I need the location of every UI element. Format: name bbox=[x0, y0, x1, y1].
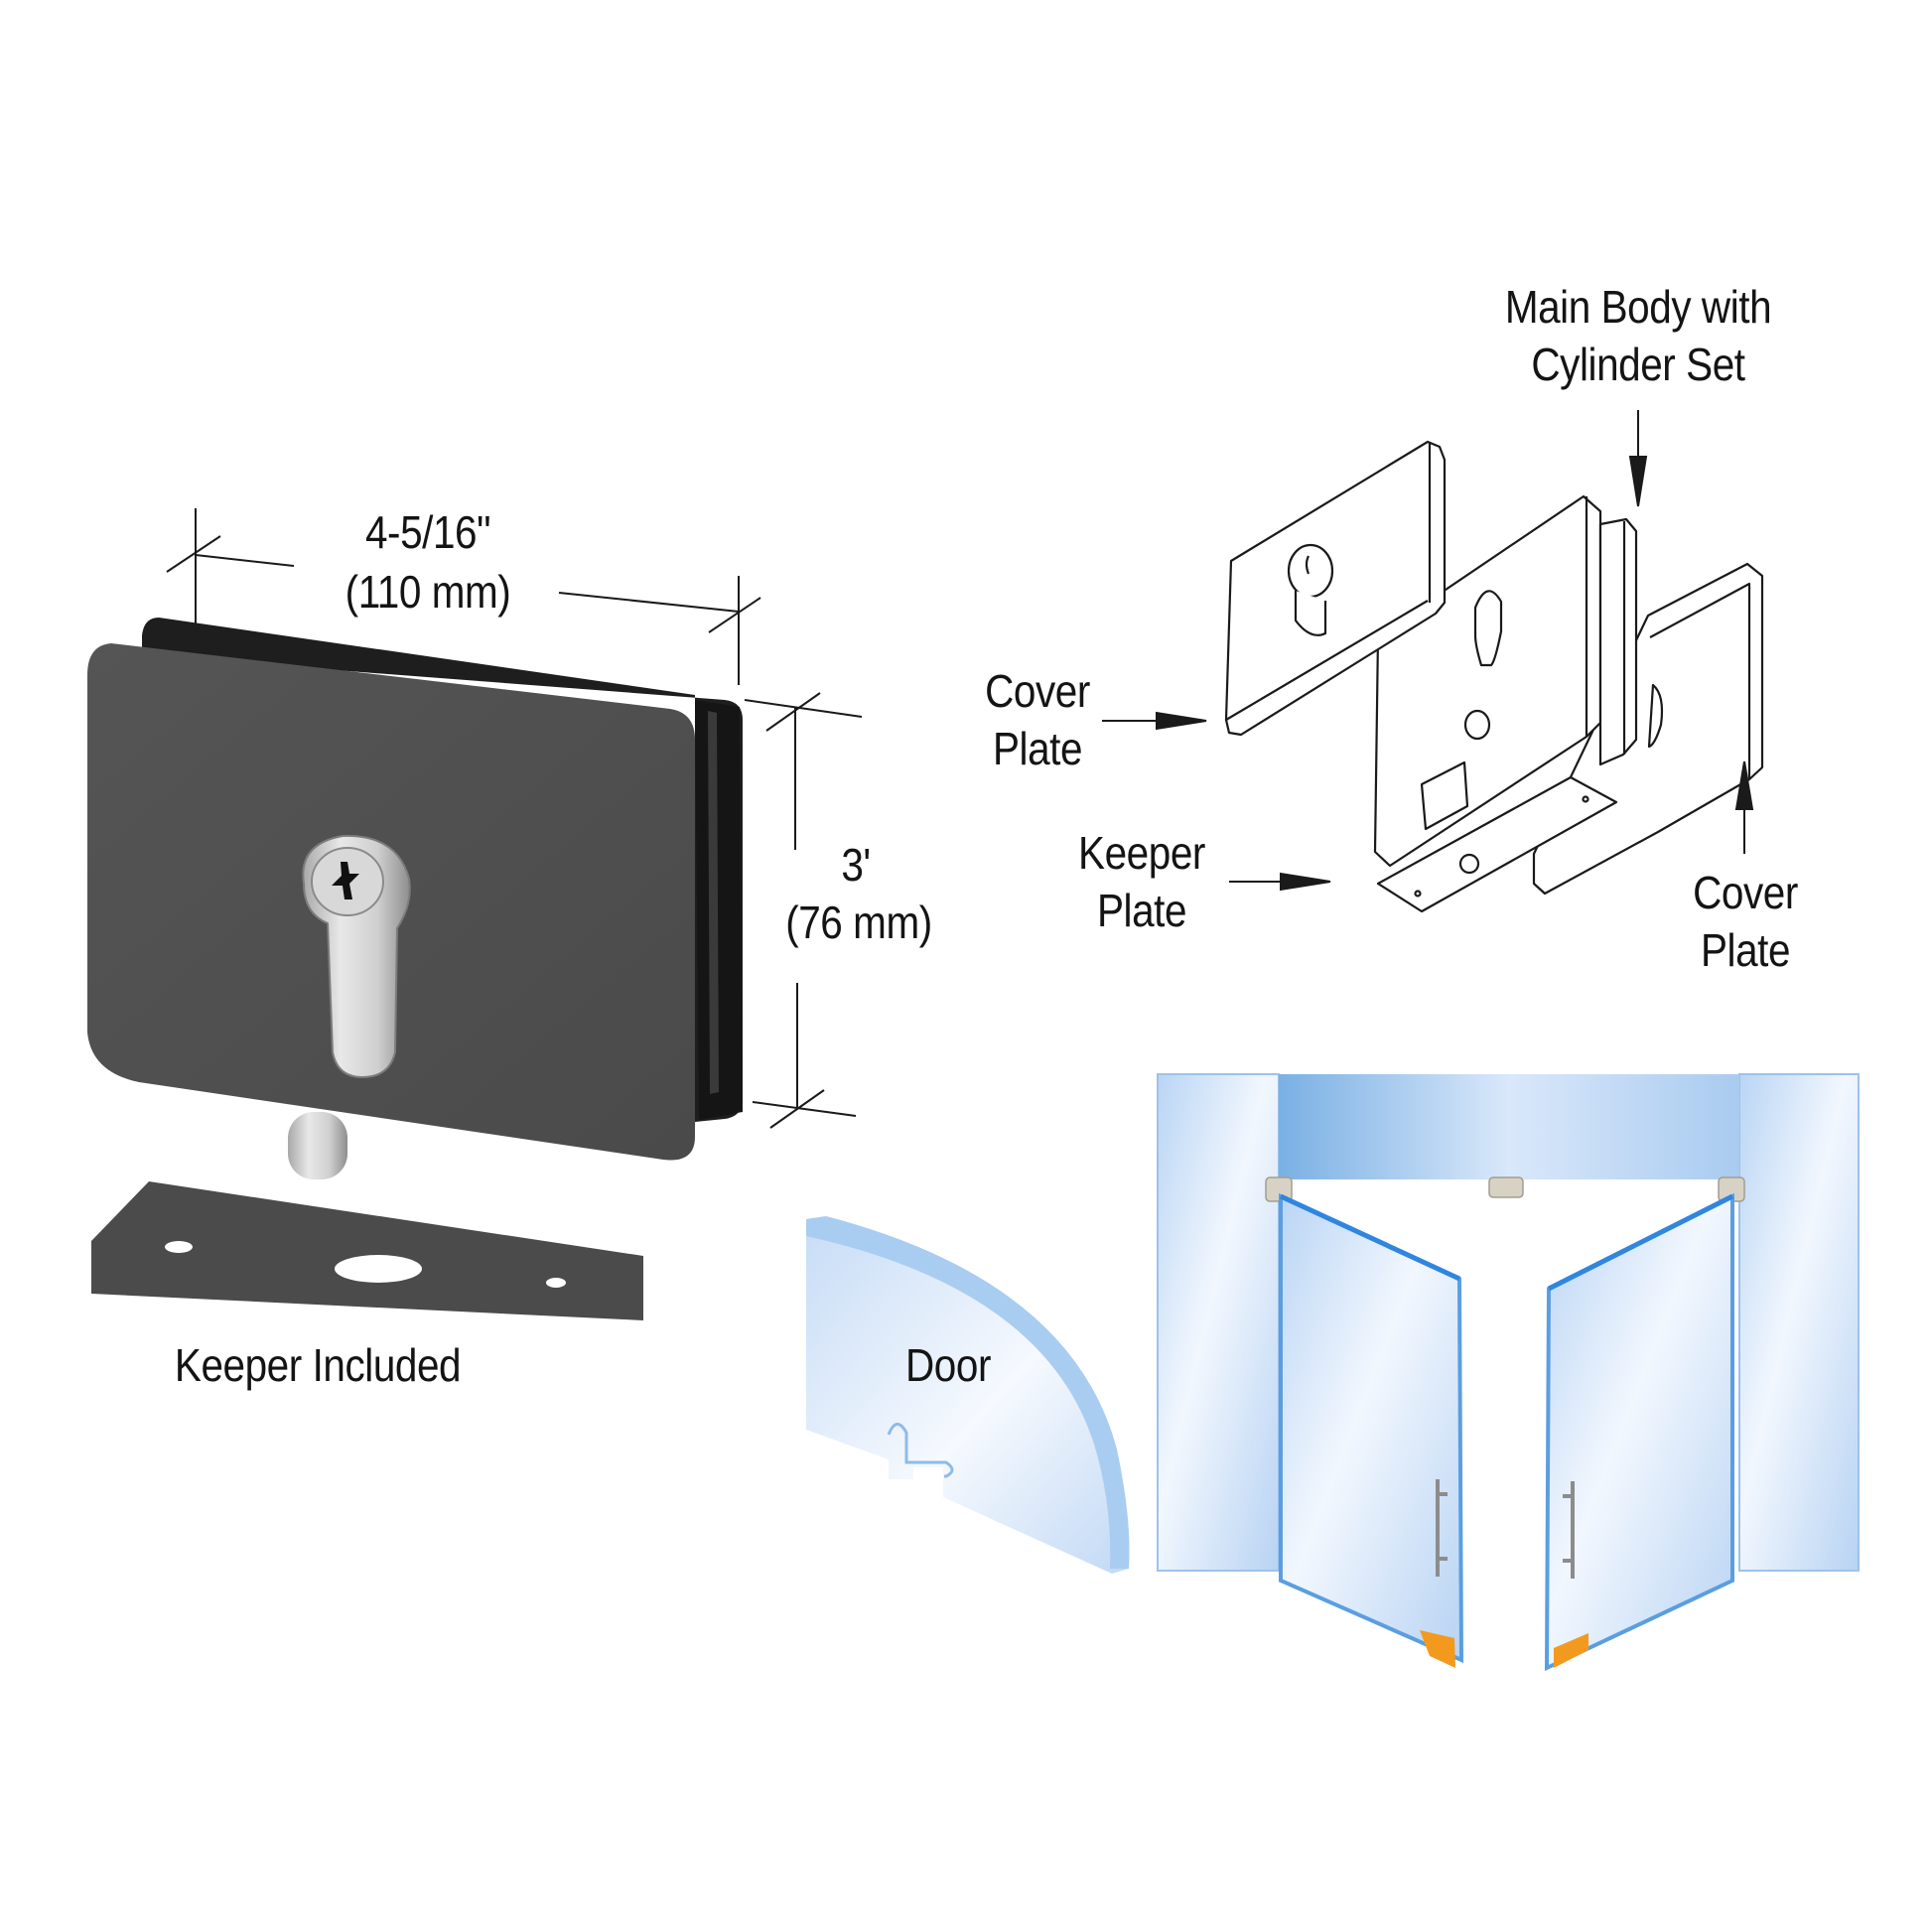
cover-plate-right-label-line1: Cover bbox=[1693, 867, 1798, 918]
width-dimension-metric: (110 mm) bbox=[345, 566, 511, 618]
cover-plate-left-label-line1: Cover bbox=[985, 665, 1090, 717]
door-leaf-right bbox=[1544, 1192, 1734, 1672]
arrow-keeper-plate bbox=[1229, 872, 1331, 892]
exploded-view bbox=[1224, 440, 1764, 913]
cylinder-icon bbox=[302, 834, 411, 1079]
cover-plate-left bbox=[1224, 440, 1447, 737]
transom-panel bbox=[1279, 1074, 1739, 1179]
main-body-label-line1: Main Body with bbox=[1504, 281, 1772, 333]
side-panel-left bbox=[1157, 1073, 1280, 1572]
arrow-cover-plate-right bbox=[1734, 760, 1754, 854]
keeper-plate-photo bbox=[91, 1181, 643, 1320]
keeper-plate-label-line2: Plate bbox=[1096, 885, 1187, 936]
top-patch-fittings bbox=[1265, 1176, 1745, 1202]
cover-plate-left-label-line2: Plate bbox=[992, 723, 1083, 774]
arrow-main-body bbox=[1628, 410, 1648, 507]
width-dimension-line bbox=[166, 508, 761, 685]
width-dimension-imperial: 4-5/16" bbox=[364, 506, 491, 558]
height-dimension-line bbox=[744, 692, 863, 1129]
lock-block-left bbox=[1420, 1630, 1455, 1668]
keeper-plate-label-line1: Keeper bbox=[1078, 827, 1205, 879]
lock-bolt-pin bbox=[288, 1112, 347, 1179]
door-glass-sample bbox=[806, 1216, 1130, 1574]
side-panel-right bbox=[1738, 1073, 1860, 1572]
cover-plate-right-label-line2: Plate bbox=[1700, 924, 1791, 976]
door-handles bbox=[1436, 1479, 1575, 1579]
height-dimension-metric: (76 mm) bbox=[785, 897, 932, 948]
arrow-cover-plate-left bbox=[1102, 711, 1207, 731]
height-dimension-imperial: 3' bbox=[841, 839, 871, 891]
keeper-plate bbox=[1376, 775, 1618, 913]
main-body-label-line2: Cylinder Set bbox=[1531, 339, 1745, 390]
keeper-included-caption: Keeper Included bbox=[174, 1339, 462, 1391]
door-label: Door bbox=[905, 1339, 991, 1391]
lock-block-right bbox=[1554, 1633, 1588, 1668]
